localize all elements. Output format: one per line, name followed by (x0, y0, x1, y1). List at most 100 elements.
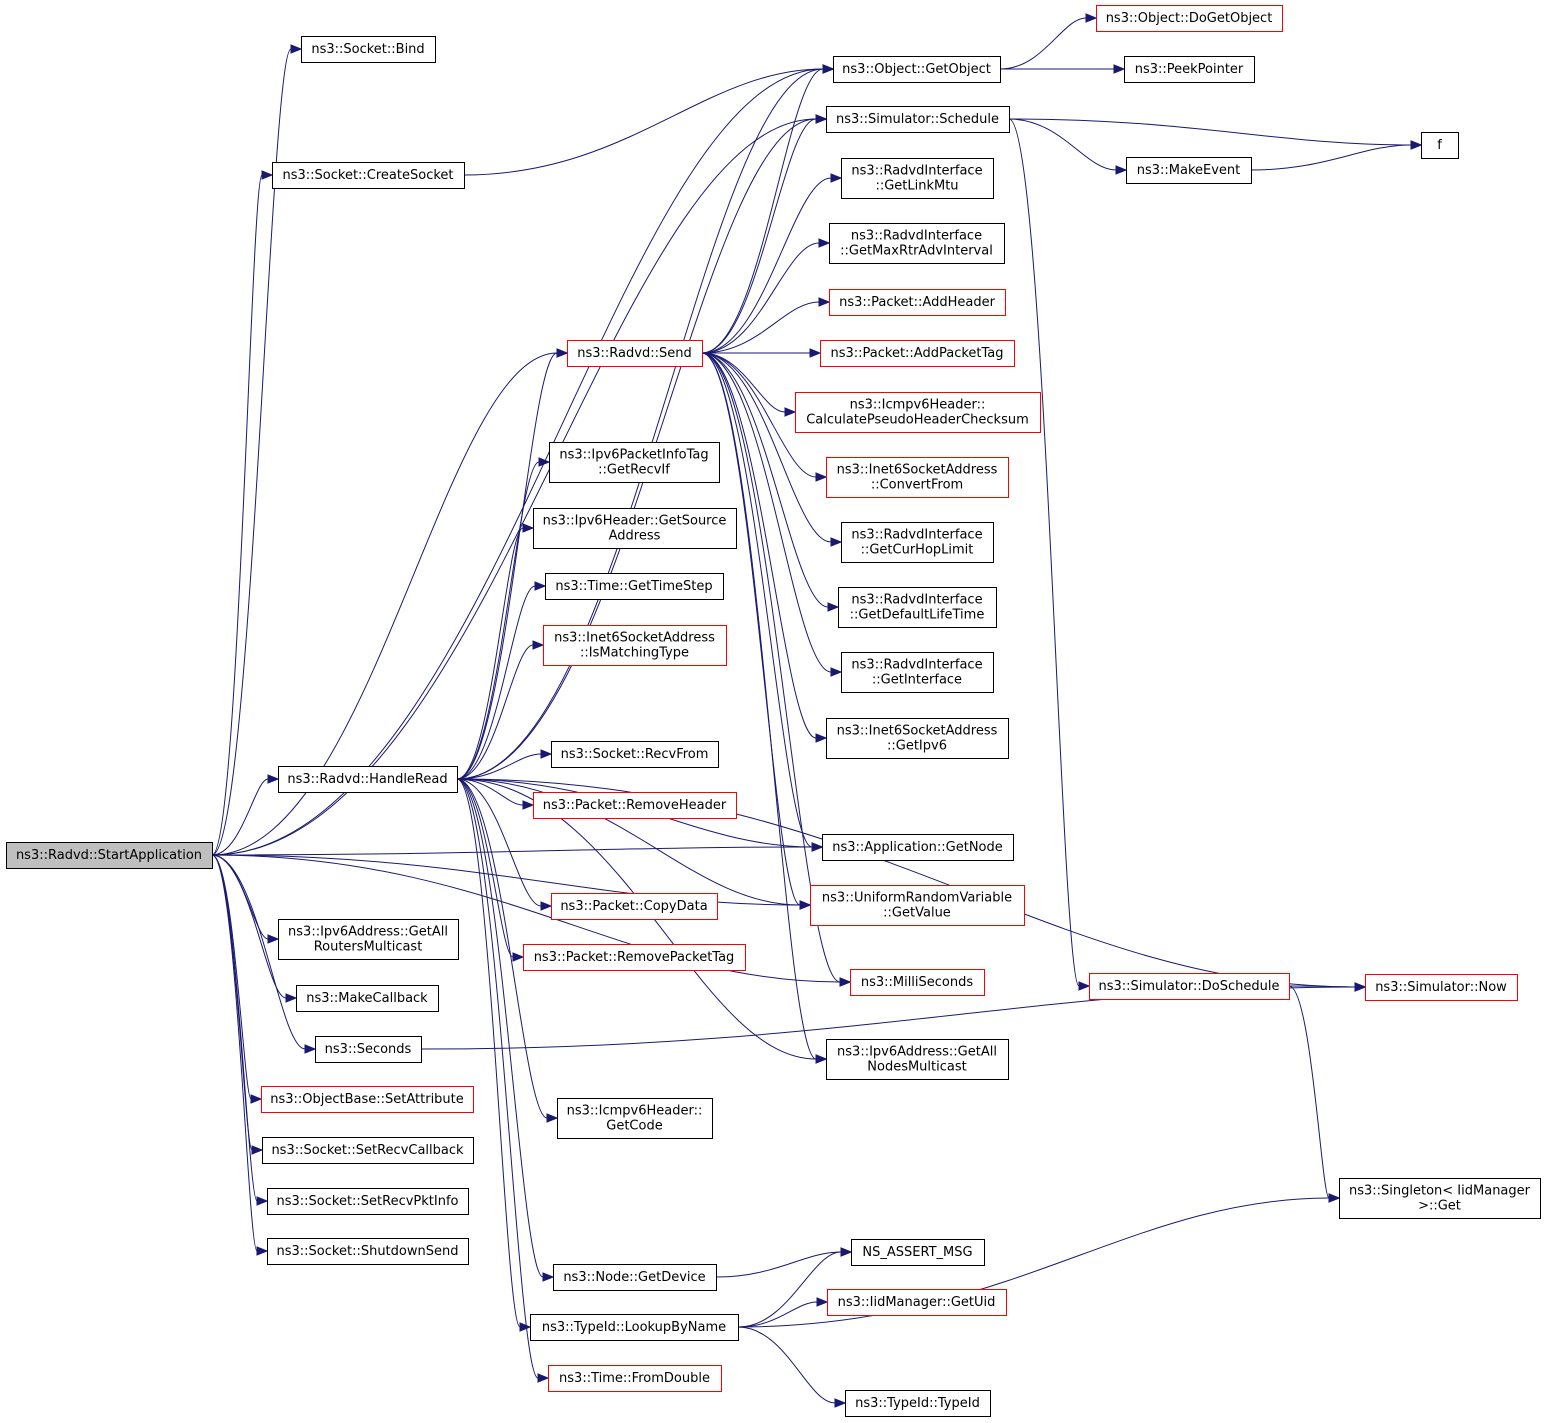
node-convertfrom[interactable]: ns3::Inet6SocketAddress::ConvertFrom (826, 457, 1009, 498)
node-label: ns3::Icmpv6Header:: (850, 398, 986, 413)
node-getrecvif[interactable]: ns3::Ipv6PacketInfoTag::GetRecvIf (549, 442, 720, 483)
edge-line (1008, 118, 1412, 146)
node-label: ns3::Ipv6PacketInfoTag (559, 448, 708, 463)
node-makeevent[interactable]: ns3::MakeEvent (1126, 157, 1252, 184)
edge-line (701, 352, 841, 983)
node-label: ns3::Time::GetTimeStep (555, 579, 712, 594)
node-shutdownsend[interactable]: ns3::Socket::ShutdownSend (267, 1238, 469, 1265)
node-addpackettag[interactable]: ns3::Packet::AddPacketTag (820, 340, 1015, 367)
node-box (557, 1098, 713, 1139)
edge-lookupbyname-to-typeid (737, 1326, 847, 1408)
node-typeid[interactable]: ns3::TypeId::TypeId (845, 1390, 991, 1417)
node-getobject[interactable]: ns3::Object::GetObject (833, 56, 1001, 83)
node-dogetobject[interactable]: ns3::Object::DoGetObject (1096, 5, 1283, 32)
node-ismatching[interactable]: ns3::Inet6SocketAddress::IsMatchingType (543, 625, 727, 666)
node-getmaxrtr[interactable]: ns3::RadvdInterface::GetMaxRtrAdvInterva… (829, 223, 1005, 264)
node-getuid[interactable]: ns3::IidManager::GetUid (827, 1289, 1007, 1316)
edge-makeevent-to-f (1250, 140, 1423, 171)
node-recvfrom[interactable]: ns3::Socket::RecvFrom (551, 741, 719, 768)
edge-line (211, 854, 306, 1050)
edge-handleread-to-uniform (456, 778, 812, 910)
edge-arrowhead (261, 170, 274, 180)
edge-line (456, 778, 514, 958)
node-label: ::IsMatchingType (580, 646, 689, 661)
edge-arrowhead (784, 407, 797, 417)
node-lookupbyname[interactable]: ns3::TypeId::LookupByName (530, 1314, 739, 1341)
node-label: ::GetLinkMtu (875, 179, 958, 194)
node-doschedule[interactable]: ns3::Simulator::DoSchedule (1089, 973, 1290, 1000)
edge-line (1008, 118, 1117, 171)
edge-line (715, 1251, 842, 1278)
edge-schedule-to-doschedule (1008, 118, 1091, 991)
node-label: ns3::TypeId::TypeId (855, 1396, 980, 1411)
node-setrecvcallback[interactable]: ns3::Socket::SetRecvCallback (262, 1137, 474, 1164)
edge-arrowhead (537, 1373, 550, 1383)
node-peekpointer[interactable]: ns3::PeekPointer (1124, 56, 1255, 83)
node-getinterface[interactable]: ns3::RadvdInterface::GetInterface (841, 652, 994, 693)
node-getcurhop[interactable]: ns3::RadvdInterface::GetCurHopLimit (841, 522, 994, 563)
node-start[interactable]: ns3::Radvd::StartApplication (6, 842, 213, 869)
edge-arrowhead (512, 952, 525, 962)
edge-handleread-to-getobject (456, 64, 835, 780)
edge-line (456, 778, 801, 906)
node-setrecvpktinfo[interactable]: ns3::Socket::SetRecvPktInfo (267, 1188, 469, 1215)
node-handleread[interactable]: ns3::Radvd::HandleRead (278, 766, 458, 793)
node-uniform[interactable]: ns3::UniformRandomVariable::GetValue (810, 885, 1025, 926)
node-makecallback[interactable]: ns3::MakeCallback (296, 985, 439, 1012)
node-box (1089, 973, 1290, 1000)
node-fromdouble[interactable]: ns3::Time::FromDouble (548, 1365, 722, 1392)
node-getipv6[interactable]: ns3::Inet6SocketAddress::GetIpv6 (826, 718, 1009, 759)
edge-arrowhead (1328, 1193, 1341, 1203)
node-setattribute[interactable]: ns3::ObjectBase::SetAttribute (261, 1086, 474, 1113)
node-label: ns3::Inet6SocketAddress (837, 463, 998, 478)
edge-arrowhead (256, 1246, 269, 1256)
node-box (272, 162, 465, 189)
node-label: ns3::Socket::ShutdownSend (277, 1244, 459, 1259)
node-removepackettag[interactable]: ns3::Packet::RemovePacketTag (523, 944, 746, 971)
edge-line (456, 778, 521, 1328)
edge-arrowhead (251, 1145, 264, 1155)
node-label: ns3::Ipv6Address::GetAll (288, 925, 448, 940)
node-nsassert[interactable]: NS_ASSERT_MSG (851, 1239, 985, 1266)
edge-handleread-to-getdevice (456, 778, 555, 1282)
edge-arrowhead (811, 842, 824, 852)
edge-send-to-getcurhop (701, 352, 843, 547)
node-now[interactable]: ns3::Simulator::Now (1365, 974, 1518, 1001)
edge-line (211, 118, 817, 856)
edge-line (737, 1326, 836, 1404)
node-bind[interactable]: ns3::Socket::Bind (301, 36, 436, 63)
node-box (851, 1239, 985, 1266)
node-getdefaultlife[interactable]: ns3::RadvdInterface::GetDefaultLifeTime (838, 587, 997, 628)
node-schedule[interactable]: ns3::Simulator::Schedule (826, 106, 1010, 133)
node-milliseconds[interactable]: ns3::MilliSeconds (850, 969, 985, 996)
node-label: ns3::Simulator::Now (1375, 980, 1507, 995)
edge-arrowhead (809, 348, 822, 358)
node-gettimestep[interactable]: ns3::Time::GetTimeStep (545, 573, 724, 600)
node-getlinkmtu[interactable]: ns3::RadvdInterface::GetLinkMtu (841, 158, 994, 199)
node-label: NodesMulticast (867, 1060, 966, 1075)
edge-line (701, 118, 817, 354)
node-seconds[interactable]: ns3::Seconds (315, 1036, 422, 1063)
node-singleton[interactable]: ns3::Singleton< IidManager >::Get (1339, 1178, 1541, 1219)
node-createsocket[interactable]: ns3::Socket::CreateSocket (272, 162, 465, 189)
edge-arrowhead (538, 457, 551, 467)
node-box (533, 792, 737, 819)
edge-send-to-getobject (701, 64, 835, 354)
edge-line (211, 174, 263, 856)
node-getdevice[interactable]: ns3::Node::GetDevice (553, 1264, 717, 1291)
edge-line (737, 1251, 842, 1328)
node-removeheader[interactable]: ns3::Packet::RemoveHeader (533, 792, 737, 819)
node-send[interactable]: ns3::Radvd::Send (567, 340, 703, 367)
edge-getobject-to-dogetobject (999, 13, 1098, 70)
node-addheader[interactable]: ns3::Packet::AddHeader (829, 289, 1006, 316)
node-f[interactable]: f (1421, 132, 1459, 159)
node-copydata[interactable]: ns3::Packet::CopyData (551, 893, 718, 920)
node-box (530, 1314, 739, 1341)
node-getnode[interactable]: ns3::Application::GetNode (822, 834, 1014, 861)
node-getcode[interactable]: ns3::Icmpv6Header::GetCode (557, 1098, 713, 1139)
edge-line (701, 352, 817, 478)
node-calcpseudo[interactable]: ns3::Icmpv6Header::CalculatePseudoHeader… (795, 392, 1041, 433)
